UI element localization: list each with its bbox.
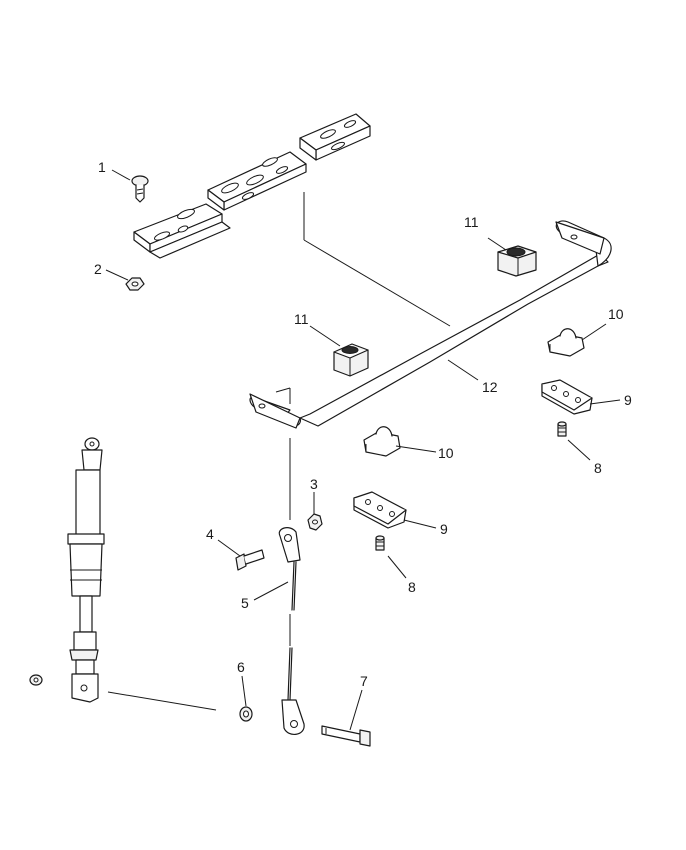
bushing-part-11-upper	[497, 245, 537, 277]
link-rod-part-5	[278, 438, 305, 735]
bolt-part-4	[235, 549, 265, 571]
plate-part-9-lower	[353, 491, 407, 529]
callout-11-upper: 11	[464, 214, 479, 230]
callout-8-upper: 8	[594, 460, 602, 476]
callout-7: 7	[360, 673, 368, 689]
callout-8-lower: 8	[408, 579, 416, 595]
plate-part-9-upper	[541, 379, 593, 415]
callout-9-lower: 9	[440, 521, 448, 537]
bushing-part-11-lower	[333, 343, 369, 377]
bolt-part-7	[321, 725, 371, 747]
callout-6: 6	[237, 659, 245, 675]
clamp-part-10-upper	[547, 328, 585, 357]
shock-washer	[29, 674, 43, 686]
reference-line-diagonal	[303, 239, 451, 327]
callout-10-lower: 10	[438, 445, 454, 461]
washer-part-6	[239, 706, 253, 722]
screw-part-1	[131, 175, 149, 203]
callout-11-lower: 11	[294, 311, 309, 327]
callout-9-upper: 9	[624, 392, 632, 408]
shock-reference-line	[107, 691, 217, 711]
callout-10-upper: 10	[608, 306, 624, 322]
shock-absorber	[67, 437, 105, 703]
clamp-part-10-lower	[363, 426, 401, 457]
callout-1: 1	[98, 159, 106, 175]
callout-2: 2	[94, 261, 102, 277]
callout-labels: 1 2 3 4 5 6 7 8 8 9 9 10 10 11 11 12	[94, 159, 632, 689]
bolt-part-8-upper	[557, 421, 567, 437]
nut-part-3	[307, 513, 323, 531]
callout-leaders	[105, 169, 621, 731]
callout-3: 3	[310, 476, 318, 492]
callout-5: 5	[241, 595, 249, 611]
bolt-part-8-lower	[375, 535, 385, 551]
callout-12: 12	[482, 379, 498, 395]
stabilizer-bar-part-12	[249, 220, 612, 429]
mounting-bracket	[133, 113, 371, 259]
nut-part-2	[125, 277, 145, 291]
callout-4: 4	[206, 526, 214, 542]
